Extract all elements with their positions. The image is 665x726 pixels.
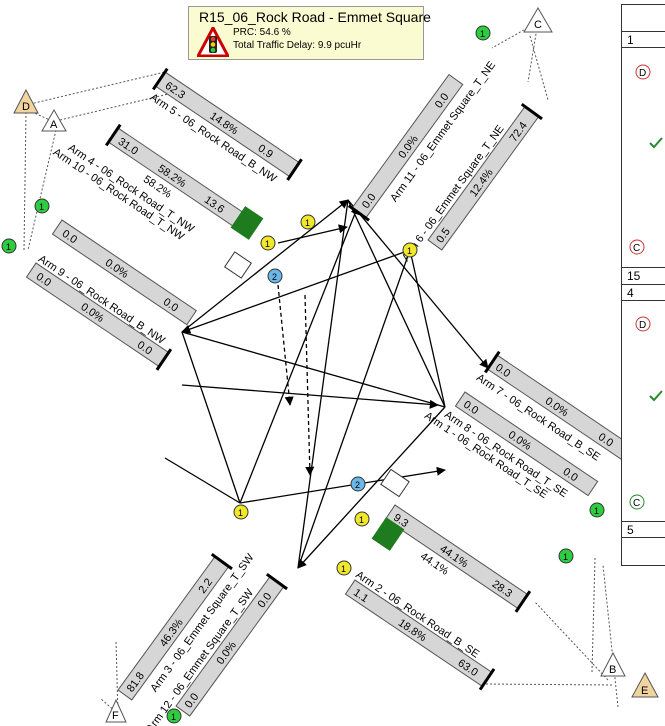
signal-green: 1: [1, 238, 17, 254]
signal-yellow: 1: [233, 504, 249, 520]
svg-text:D: D: [639, 68, 646, 79]
svg-text:C: C: [633, 498, 640, 509]
stage-panel: 1 D C 15 4 D C 5: [621, 4, 665, 566]
svg-text:1: 1: [39, 202, 44, 212]
svg-text:1: 1: [594, 506, 599, 516]
arm-nw-b: 0.0 0.0% 0.0 Arm 9 - 06_Rock Road_B_NW: [25, 253, 173, 371]
svg-text:1: 1: [171, 712, 176, 722]
signal-blue: 2: [267, 268, 283, 284]
signal-yellow: 1: [300, 214, 316, 230]
node-f[interactable]: F: [105, 698, 127, 723]
node-c[interactable]: C: [523, 7, 553, 33]
svg-text:1: 1: [265, 239, 270, 249]
arm-label: Arm 2 - 06_Rock Road_B_SE: [353, 569, 481, 661]
svg-text:1: 1: [238, 508, 243, 518]
node-label: E: [641, 685, 648, 697]
signal-green: 1: [558, 548, 574, 564]
svg-text:1: 1: [341, 564, 346, 574]
signal-yellow: 1: [260, 235, 276, 251]
signal-yellow: 1: [336, 560, 352, 576]
svg-text:D: D: [639, 320, 646, 331]
arm-se-b: 1.1 18.8% 63.0 Arm 2 - 06_Rock Road_B_SE: [344, 569, 496, 691]
signal-green: 1: [589, 502, 605, 518]
stage-row[interactable]: 15: [622, 267, 665, 284]
junction-title: R15_06_Rock Road - Emmet Square: [199, 9, 431, 25]
node-label: F: [112, 710, 119, 722]
svg-text:2: 2: [355, 480, 360, 490]
svg-text:1: 1: [359, 515, 364, 525]
signal-yellow: 1: [354, 511, 370, 527]
node-label: B: [609, 664, 616, 676]
signal-green: 1: [475, 25, 491, 41]
pedestrian-links: [277, 284, 315, 476]
check-icon: [649, 390, 663, 402]
node-label: D: [22, 101, 30, 113]
stage-row[interactable]: 1: [622, 31, 665, 48]
node-d[interactable]: D: [13, 88, 39, 114]
svg-text:1: 1: [6, 242, 11, 252]
delay-text: Total Traffic Delay: 9.9 pcuHr: [233, 40, 362, 51]
check-icon: [649, 137, 663, 149]
prc-text: PRC: 54.6 %: [233, 27, 291, 38]
svg-text:2: 2: [272, 272, 277, 282]
signal-green: 1: [166, 708, 182, 724]
signal-blue: 2: [350, 476, 366, 492]
d-icon: D: [635, 316, 651, 332]
signal-green: 1: [34, 198, 50, 214]
signal-markers[interactable]: 1 1 1 1 1 1 2 2 1 1 1 1 1 1: [1, 25, 605, 724]
svg-text:1: 1: [407, 246, 412, 256]
node-e[interactable]: E: [631, 671, 659, 698]
c-icon: C: [629, 494, 645, 510]
stage-row[interactable]: 5: [622, 521, 665, 538]
signal-yellow: 1: [402, 242, 418, 258]
svg-text:1: 1: [480, 29, 485, 39]
stage-row[interactable]: 4: [622, 284, 665, 301]
node-a[interactable]: A: [41, 108, 67, 132]
junction-links: [164, 199, 489, 569]
node-label: C: [534, 19, 542, 31]
svg-text:1: 1: [305, 218, 310, 228]
c-icon: C: [629, 239, 645, 255]
arm-nw-t: 0.0 0.0% 0.0: [51, 219, 197, 326]
info-box: R15_06_Rock Road - Emmet Square PRC: 54.…: [188, 6, 431, 60]
node-b[interactable]: B: [600, 651, 626, 677]
node-label: A: [50, 119, 58, 131]
d-icon: D: [635, 64, 651, 80]
lane-blocks: [223, 206, 410, 551]
svg-text:1: 1: [563, 552, 568, 562]
warning-icon: [197, 27, 229, 57]
svg-text:C: C: [633, 243, 640, 254]
